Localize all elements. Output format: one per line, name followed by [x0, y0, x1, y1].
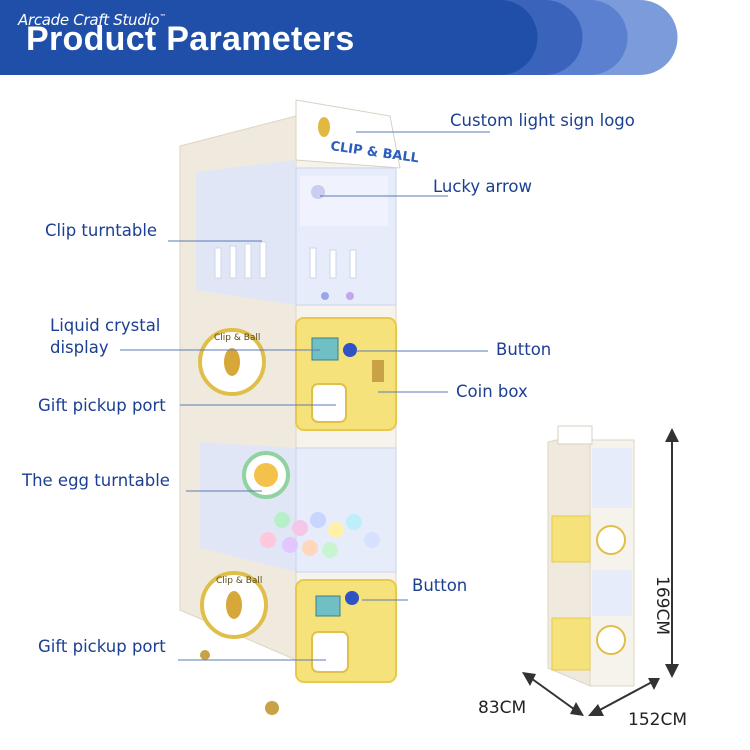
label-button-lower: Button — [412, 576, 468, 595]
light-sign-box — [295, 99, 401, 169]
depth-arrow-head-left — [522, 672, 536, 686]
upper-bee-icon — [224, 348, 240, 376]
label-egg-turntable: The egg turntable — [22, 471, 170, 490]
label-gift-pickup-upper: Gift pickup port — [38, 396, 166, 415]
capsule-balls — [260, 512, 380, 558]
header-banner: Arcade Craft Studio™ Product Parameters — [0, 0, 750, 75]
clip-turntable-prizes — [214, 241, 357, 300]
lower-lcd — [315, 595, 341, 617]
label-lcd-line1: Liquid crystal — [50, 316, 161, 335]
label-button-upper: Button — [496, 340, 552, 359]
wheel — [265, 701, 279, 715]
upper-glass-side — [196, 160, 296, 305]
dimension-height: 169CM — [652, 576, 672, 635]
brand-logo: Arcade Craft Studio™ — [18, 11, 166, 29]
label-gift-pickup-lower: Gift pickup port — [38, 637, 166, 656]
depth-arrow-head-right — [570, 702, 584, 716]
upper-glass-reflection — [300, 176, 388, 226]
dimension-depth: 83CM — [478, 698, 527, 718]
egg-turntable-center — [254, 463, 278, 487]
sign-bee-icon — [318, 117, 330, 137]
leader-lines — [120, 131, 490, 661]
banner-background — [0, 0, 750, 75]
wheel — [200, 650, 210, 660]
lucky-arrow-icon — [311, 185, 325, 199]
label-custom-light-sign-logo: Custom light sign logo — [450, 111, 635, 130]
machine-thumbnail — [547, 425, 635, 687]
height-arrow-head-top — [665, 428, 679, 442]
brand-trademark: ™ — [159, 13, 166, 21]
upper-button — [343, 343, 357, 357]
label-lucky-arrow: Lucky arrow — [433, 177, 533, 196]
label-lcd-line2: display — [50, 338, 109, 357]
depth-arrow — [527, 675, 579, 713]
upper-side-logo-text: Clip & Ball — [214, 333, 260, 343]
width-arrow-head-left — [588, 704, 604, 716]
dimension-arrows — [522, 428, 679, 716]
upper-gift-port — [311, 383, 347, 423]
label-coin-box: Coin box — [456, 382, 528, 401]
lower-side-logo-text: Clip & Ball — [216, 576, 262, 586]
lcd-display — [311, 337, 339, 361]
dimension-width: 152CM — [628, 710, 687, 730]
lower-gift-port — [311, 631, 349, 673]
page-title: Product Parameters — [26, 20, 355, 58]
label-clip-turntable: Clip turntable — [45, 221, 158, 240]
coin-box-slot — [372, 360, 384, 382]
brand-name: Arcade Craft Studio — [18, 11, 160, 29]
lower-button — [345, 591, 359, 605]
width-arrow-head-right — [648, 678, 660, 690]
height-arrow-head-bottom — [665, 664, 679, 678]
width-arrow — [595, 681, 653, 713]
lower-bee-icon — [226, 591, 242, 619]
